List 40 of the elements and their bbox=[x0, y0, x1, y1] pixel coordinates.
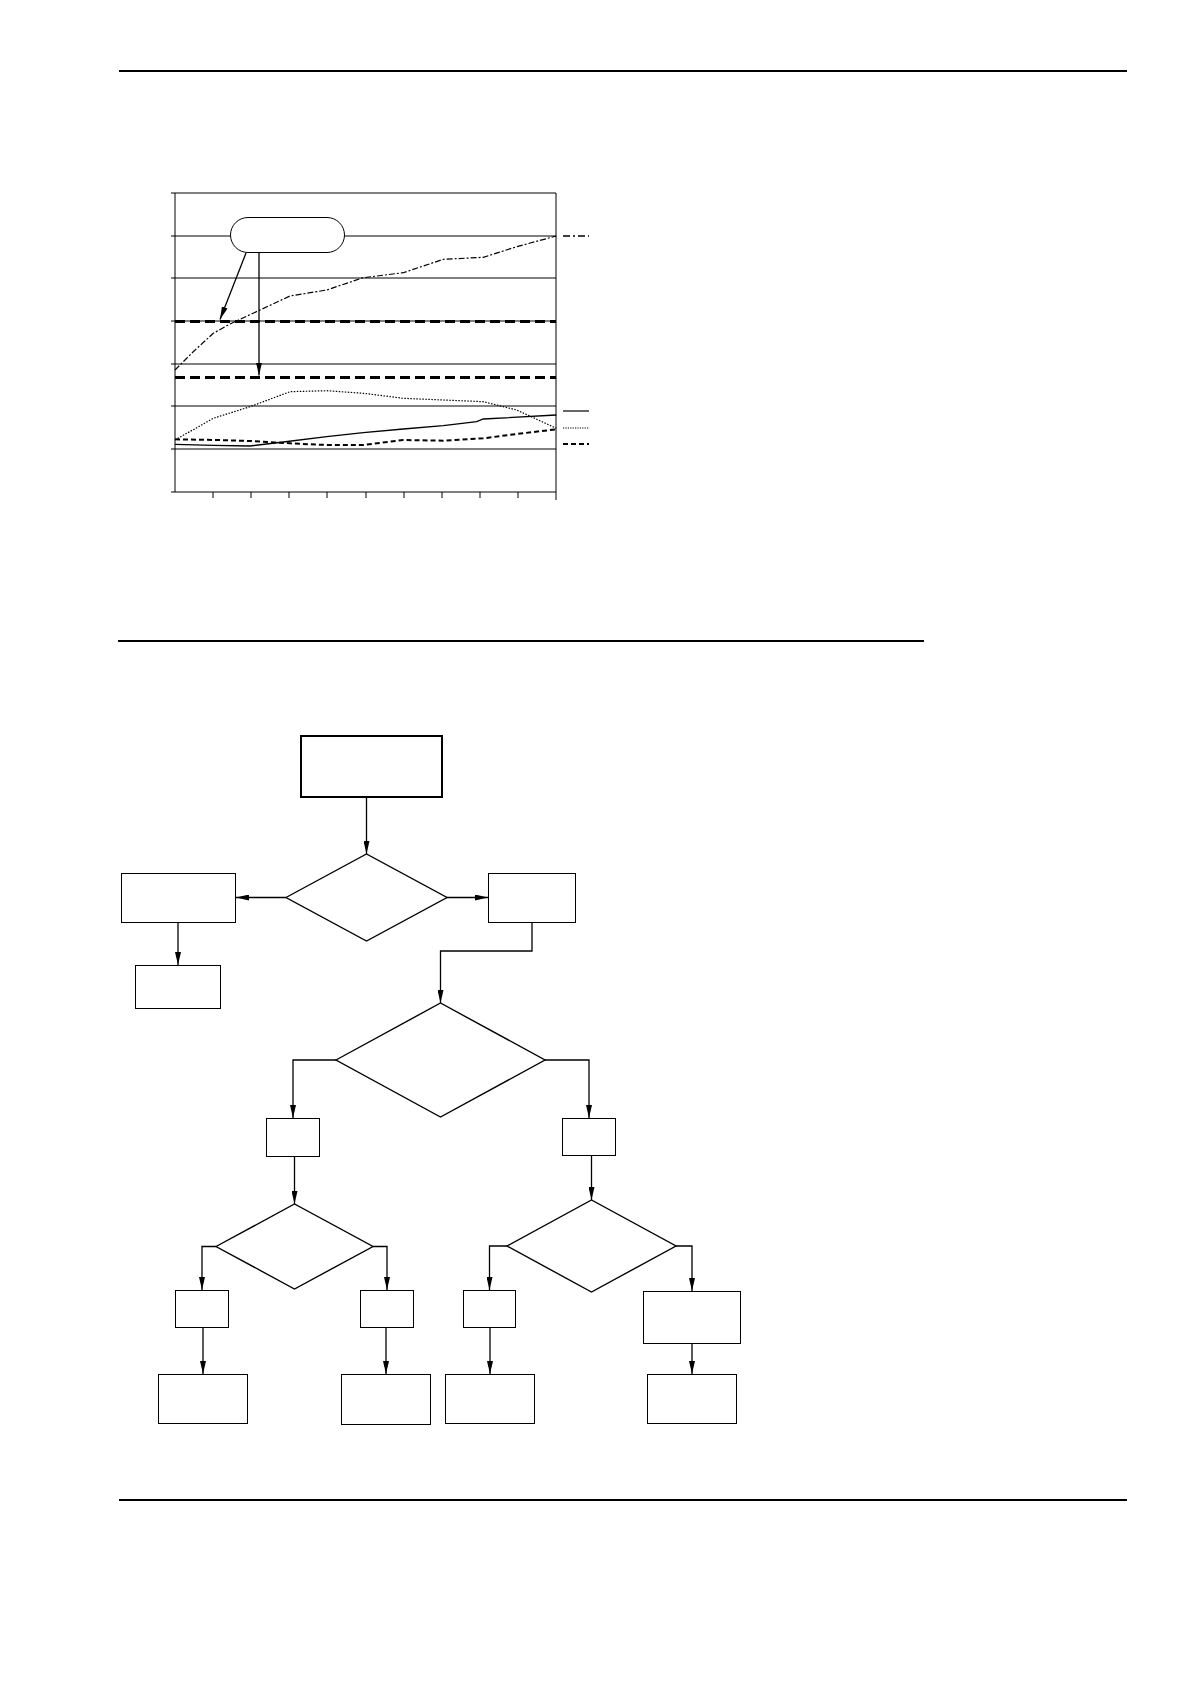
arrow bbox=[487, 1327, 493, 1375]
arrow bbox=[256, 252, 262, 377]
threshold-line bbox=[175, 375, 556, 379]
arrow bbox=[219, 252, 247, 321]
process-box bbox=[121, 873, 236, 923]
arrow bbox=[689, 1343, 695, 1375]
arrow bbox=[486, 1245, 508, 1291]
process-box bbox=[562, 1118, 616, 1156]
arrow bbox=[200, 1327, 206, 1375]
process-box bbox=[463, 1290, 516, 1328]
threshold-line bbox=[175, 319, 556, 323]
arrow bbox=[383, 1327, 389, 1375]
arrow bbox=[290, 1059, 337, 1119]
arrow bbox=[363, 797, 370, 855]
arrow bbox=[372, 1245, 390, 1291]
decision-diamond bbox=[336, 1003, 545, 1117]
process-box bbox=[300, 735, 443, 798]
decision-diamond bbox=[216, 1204, 373, 1289]
process-box bbox=[175, 1290, 229, 1328]
decision-diamond bbox=[286, 854, 447, 941]
process-box bbox=[341, 1374, 431, 1425]
arrow bbox=[175, 922, 181, 966]
process-box bbox=[360, 1290, 414, 1328]
arrow bbox=[446, 894, 489, 901]
process-box bbox=[266, 1118, 320, 1157]
arrow bbox=[437, 922, 533, 1004]
callout-bubble bbox=[230, 217, 345, 253]
arrow bbox=[235, 894, 287, 901]
process-box bbox=[643, 1291, 741, 1344]
arrow bbox=[675, 1245, 695, 1292]
process-box bbox=[135, 965, 221, 1009]
process-box bbox=[158, 1374, 248, 1424]
process-box bbox=[488, 873, 576, 923]
arrow bbox=[588, 1155, 595, 1201]
decision-diamond bbox=[507, 1200, 676, 1292]
arrow bbox=[291, 1156, 298, 1205]
process-box bbox=[445, 1374, 535, 1424]
arrow bbox=[199, 1245, 217, 1291]
process-box bbox=[647, 1374, 737, 1424]
arrow bbox=[544, 1059, 592, 1119]
